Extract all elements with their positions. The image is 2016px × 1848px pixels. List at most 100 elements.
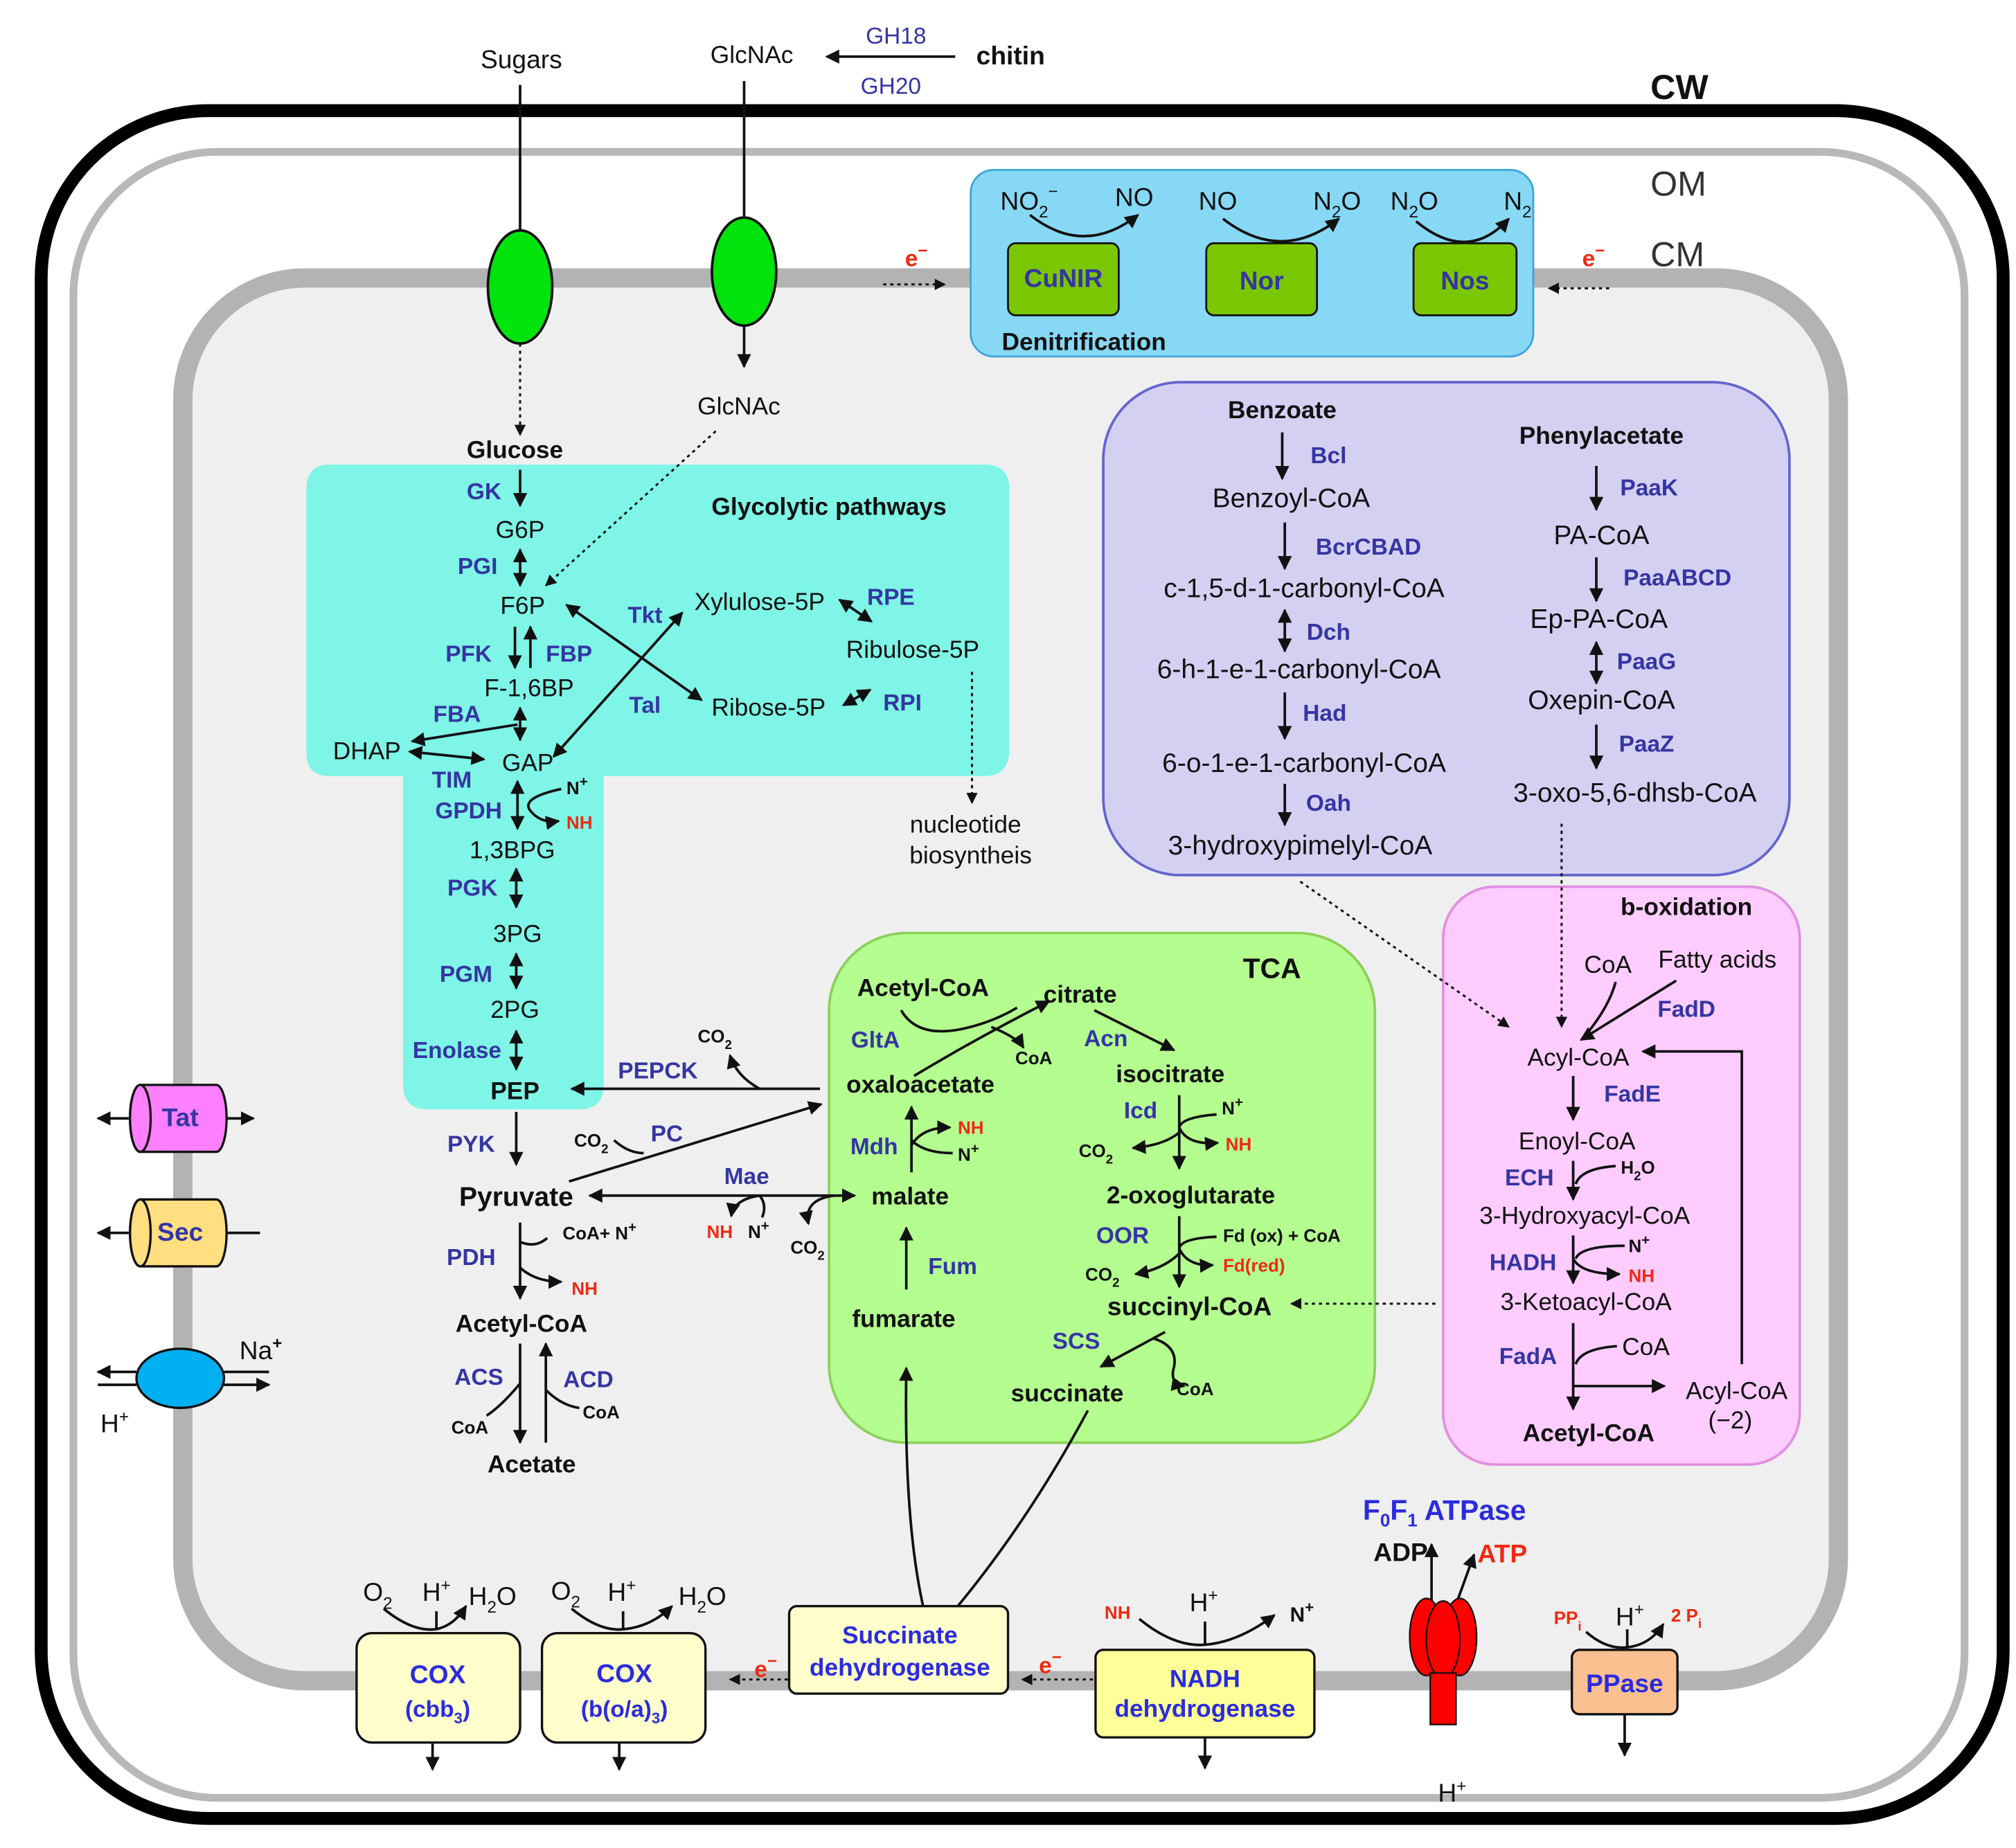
- glcnac-in-label: GlcNAc: [697, 393, 780, 420]
- sugars-label: Sugars: [481, 45, 562, 74]
- pfk-label: PFK: [445, 641, 492, 667]
- nadh-dehydrogenase-box: [1094, 1649, 1316, 1739]
- had-label: Had: [1303, 701, 1346, 726]
- cox-cbb3-box: [355, 1632, 521, 1744]
- gpdh-label: GPDH: [435, 798, 502, 824]
- ppase-label: PPase: [1586, 1669, 1663, 1698]
- enolase-label: Enolase: [413, 1038, 501, 1064]
- cunir-box: [1007, 242, 1120, 316]
- nor-reaction-arrow: [1222, 217, 1340, 243]
- n2o-substrate-label: N2O: [1391, 186, 1438, 222]
- glycolysis-panel: [306, 464, 1010, 1110]
- mdh-n-label: N+: [958, 1140, 979, 1165]
- mae-nh-label: NH: [707, 1221, 733, 1242]
- na-h-antiporter: [135, 1347, 226, 1410]
- oor-co2-arrow: [1134, 1253, 1181, 1279]
- gpdh-n-plus: N+: [567, 774, 588, 798]
- adp-label: ADP: [1373, 1538, 1427, 1567]
- ep-pa-coa-label: Ep-PA-CoA: [1530, 604, 1668, 634]
- tkt-label: Tkt: [627, 603, 662, 629]
- minus2-label: (−2): [1708, 1407, 1752, 1434]
- no-product-label: NO: [1115, 182, 1154, 211]
- mae-co2-arrow: [799, 1194, 835, 1226]
- c15d-label: c-1,5-d-1-carbonyl-CoA: [1163, 573, 1445, 603]
- fba-dhap-arrow: [410, 723, 518, 746]
- cox-cbb3-sub: (cbb3): [405, 1697, 470, 1727]
- boxidation-cycle-arrow: [1641, 1044, 1743, 1365]
- citrate-label: citrate: [1044, 981, 1117, 1008]
- no2-label: NO2−: [1000, 182, 1058, 222]
- tim-label: TIM: [432, 768, 472, 793]
- n2o-product-label: N2O: [1313, 186, 1361, 222]
- succinate-dehydrogenase-box: [787, 1604, 1010, 1695]
- benzoate-panel: [1102, 381, 1791, 877]
- nos-label: Nos: [1440, 266, 1489, 295]
- fbp-label: FBP: [546, 641, 592, 667]
- ndh-label-2: dehydrogenase: [1114, 1696, 1295, 1723]
- malate-label: malate: [871, 1183, 949, 1210]
- enoyl-coa-label: Enoyl-CoA: [1519, 1128, 1636, 1155]
- scs-coa-arrow: [1152, 1337, 1186, 1391]
- hydroxypimelyl-label: 3-hydroxypimelyl-CoA: [1168, 831, 1433, 861]
- g6p-label: G6P: [496, 517, 545, 544]
- h-label: H+: [100, 1408, 129, 1438]
- pdh-coa-curve: [519, 1237, 548, 1246]
- outer-membrane: [69, 147, 1969, 1802]
- fade-label: FadE: [1604, 1082, 1661, 1107]
- n2-label: N2: [1504, 186, 1531, 222]
- acd-coa-curve: [544, 1389, 580, 1410]
- atpase-label: F0F1 ATPase: [1363, 1494, 1526, 1530]
- bpg-label: 1,3BPG: [470, 837, 555, 864]
- oah-label: Oah: [1306, 791, 1351, 816]
- gk-label: GK: [467, 479, 501, 505]
- ndh-h-label: H+: [1190, 1586, 1218, 1617]
- cox1-o2-label: O2: [363, 1577, 392, 1613]
- oor-fdred-arrow: [1178, 1248, 1215, 1273]
- tca-acetyl-coa-label: Acetyl-CoA: [857, 975, 989, 1002]
- atpase-f0-stalk: [1429, 1672, 1457, 1725]
- hadh-nh-label: NH: [1629, 1265, 1655, 1286]
- electron-right-label: e−: [1582, 242, 1605, 272]
- glycolysis-title: Glycolytic pathways: [711, 493, 946, 520]
- cox-boa3-box: [540, 1632, 707, 1744]
- mae-n-label: N+: [748, 1218, 769, 1242]
- glta-coa-arrow: [990, 1025, 1025, 1049]
- glta-coa-label: CoA: [1015, 1048, 1053, 1068]
- pdh-coa-label: CoA+ N+: [562, 1219, 636, 1244]
- pc-label: PC: [651, 1122, 683, 1147]
- pdh-nh-arrow: [519, 1266, 563, 1289]
- two-pi-label: 2 Pi: [1671, 1605, 1702, 1631]
- paaz-label: PaaZ: [1619, 731, 1675, 757]
- acs-coa-label: CoA: [452, 1417, 489, 1438]
- dch-label: Dch: [1307, 620, 1350, 645]
- rpe-arrow: [838, 598, 873, 623]
- ech-h2o-label: H2O: [1621, 1157, 1654, 1183]
- biosynthesis-label: biosyntheis: [909, 842, 1032, 869]
- ndh-nh-label: NH: [1105, 1602, 1131, 1623]
- paag-label: PaaG: [1617, 649, 1677, 675]
- succinate-label: succinate: [1011, 1380, 1124, 1407]
- chitin-label: chitin: [976, 41, 1045, 70]
- pyk-label: PYK: [447, 1132, 495, 1158]
- om-label: OM: [1650, 165, 1706, 204]
- scs-label: SCS: [1053, 1329, 1100, 1354]
- electron-sdh-cox-label: e−: [754, 1652, 777, 1683]
- cox2-h2o-label: H2O: [679, 1581, 726, 1617]
- cox1-h2o-label: H2O: [469, 1581, 517, 1617]
- fba-label: FBA: [434, 702, 481, 728]
- acyl-coa-minus2-label: Acyl-CoA: [1686, 1377, 1788, 1404]
- cunir-reaction-arrow: [1028, 213, 1139, 237]
- cox2-h-label: H+: [607, 1576, 636, 1606]
- tat-label: Tat: [162, 1102, 199, 1131]
- sec-label: Sec: [157, 1217, 203, 1246]
- boxidation-panel: [1441, 885, 1801, 1466]
- electron-left-label: e−: [905, 242, 928, 272]
- ppase-box: [1571, 1649, 1679, 1716]
- pyruvate-label: Pyruvate: [459, 1183, 573, 1212]
- pc-co2-label: CO2: [574, 1130, 608, 1156]
- ndh-label-1: NADH: [1170, 1666, 1240, 1693]
- oor-label: OOR: [1096, 1223, 1149, 1249]
- tal-label: Tal: [629, 693, 661, 719]
- acs-label: ACS: [454, 1365, 503, 1390]
- nor-label: Nor: [1240, 266, 1284, 295]
